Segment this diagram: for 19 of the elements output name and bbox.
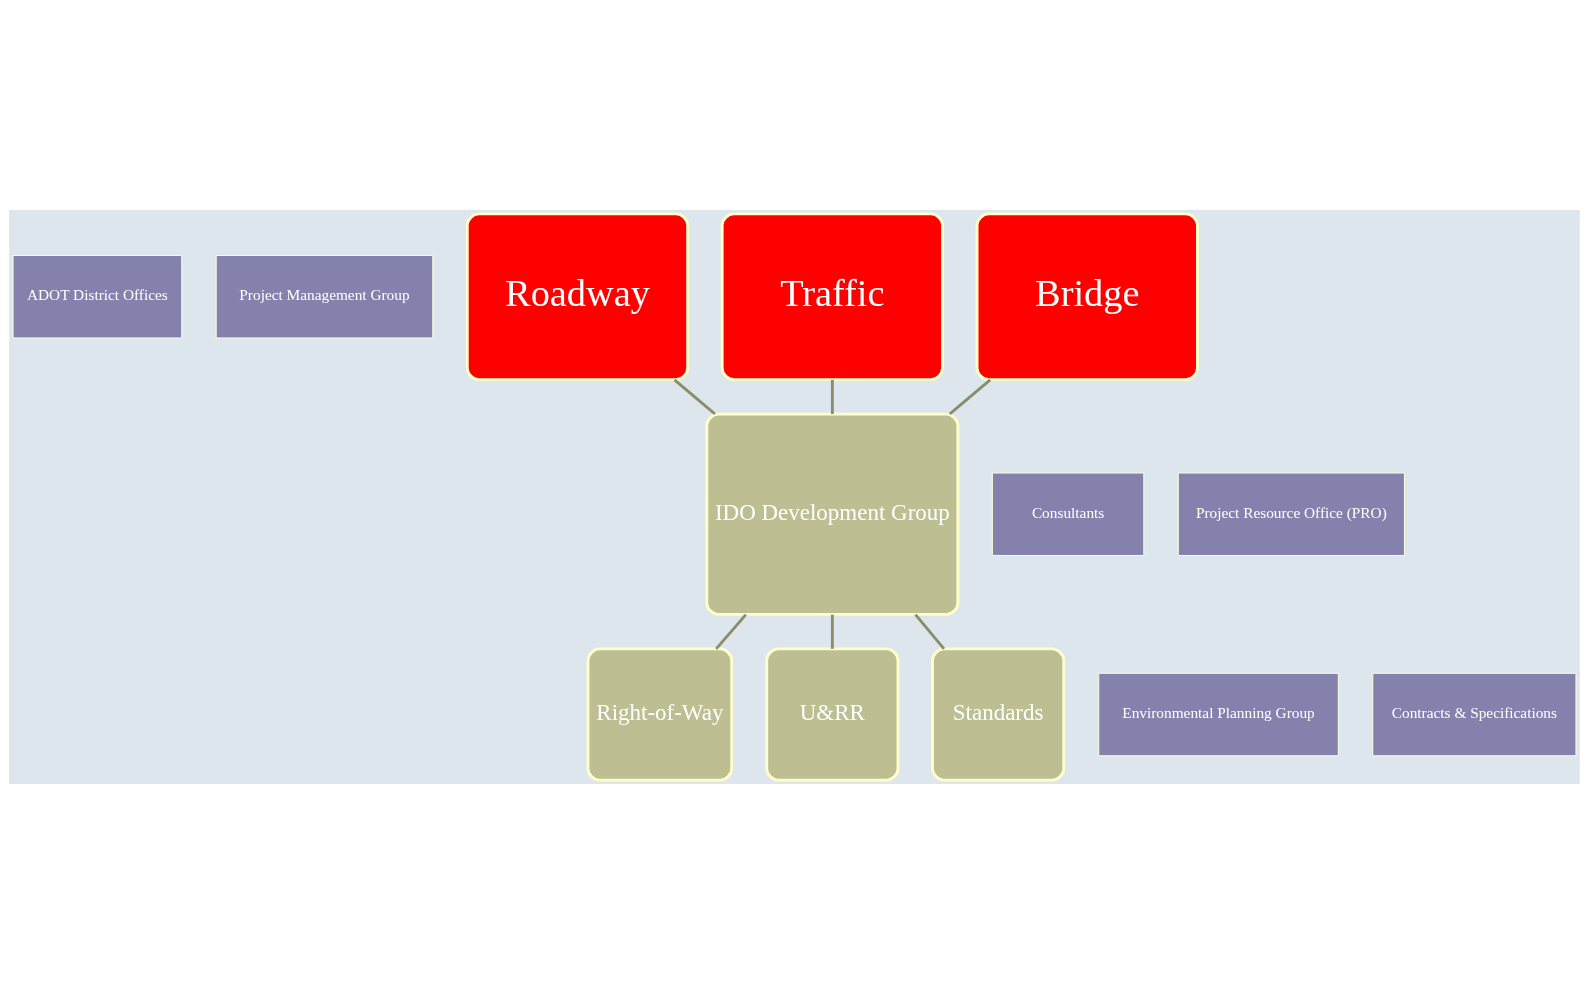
node-box: Consultants: [991, 472, 1145, 556]
node-box: Roadway: [465, 212, 690, 382]
node-box: IDO Development Group: [705, 412, 960, 616]
node-box: Standards: [931, 647, 1066, 782]
node-box: U&RR: [765, 647, 900, 782]
node-box: ADOT District Offices: [12, 255, 183, 339]
connector: [830, 614, 834, 649]
node-box: Traffic: [720, 212, 944, 382]
node-box: Environmental Planning Group: [1098, 672, 1339, 757]
node-box: Right-of-Way: [586, 647, 734, 782]
node-box: Project Management Group: [215, 255, 434, 339]
node-box: Contracts & Specifications: [1372, 672, 1577, 757]
connector: [948, 378, 992, 416]
node-box: Bridge: [975, 212, 1199, 382]
connector: [673, 378, 716, 416]
node-box: Project Resource Office (PRO): [1177, 472, 1405, 556]
connector: [830, 379, 834, 414]
connector: [914, 613, 946, 650]
connector: [715, 613, 747, 650]
